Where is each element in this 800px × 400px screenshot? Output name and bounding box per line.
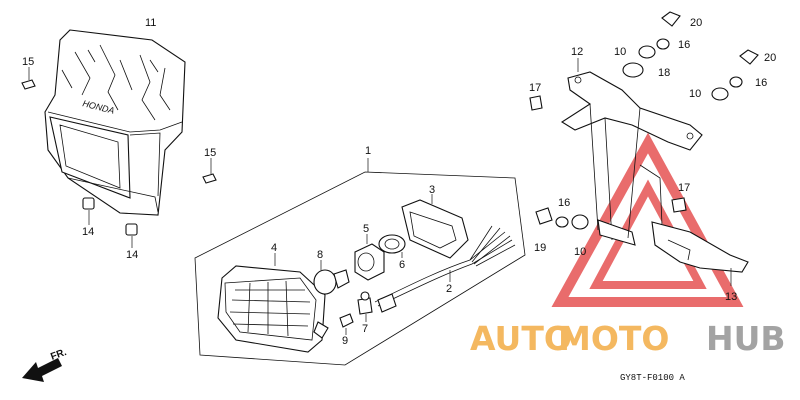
callout-20a: 20 bbox=[690, 17, 702, 29]
front-arrow-icon: FR. bbox=[22, 347, 68, 382]
callout-15a: 15 bbox=[22, 56, 34, 68]
watermark-moto: MOTO bbox=[558, 319, 669, 358]
callout-16a: 16 bbox=[678, 39, 690, 51]
grommet bbox=[82, 197, 138, 236]
diagram-code: GY8T-F0100 A bbox=[620, 373, 685, 383]
callout-3: 3 bbox=[429, 184, 435, 196]
hardware-bolt bbox=[529, 11, 759, 225]
watermark-logo: AUTO MOTO HUB bbox=[470, 319, 786, 358]
callout-17b: 17 bbox=[678, 182, 690, 194]
headlight-bulb bbox=[313, 269, 350, 295]
callout-10c: 10 bbox=[574, 246, 586, 258]
wire-harness bbox=[374, 225, 516, 313]
callout-10b: 10 bbox=[689, 88, 701, 100]
callout-7: 7 bbox=[362, 323, 368, 335]
callout-8: 8 bbox=[317, 249, 323, 261]
screw bbox=[21, 79, 217, 184]
hardware-rubber bbox=[571, 45, 729, 230]
callout-1: 1 bbox=[365, 145, 371, 157]
callout-11: 11 bbox=[145, 17, 156, 29]
callout-10a: 10 bbox=[614, 46, 626, 58]
mounting-bracket bbox=[639, 164, 749, 273]
callout-13: 13 bbox=[725, 291, 737, 303]
callout-16b: 16 bbox=[755, 77, 767, 89]
callout-4: 4 bbox=[271, 242, 277, 254]
headlight-cowl: HONDA bbox=[44, 29, 186, 216]
callout-6: 6 bbox=[399, 259, 405, 271]
bulb-holder bbox=[354, 243, 385, 281]
dust-cover bbox=[378, 234, 406, 254]
headlight-assembly-outline bbox=[194, 158, 526, 366]
headlight-lens-unit bbox=[217, 265, 329, 353]
callout-15b: 15 bbox=[204, 147, 216, 159]
callout-18: 18 bbox=[658, 67, 670, 79]
watermark-hub: HUB bbox=[706, 319, 786, 358]
position-bulb bbox=[339, 313, 354, 328]
watermark-auto: AUTO bbox=[470, 319, 572, 358]
callout-5: 5 bbox=[363, 223, 369, 235]
callout-19: 19 bbox=[534, 242, 546, 254]
hardware-damper bbox=[622, 62, 644, 78]
bulb-socket bbox=[357, 291, 373, 315]
callout-2: 2 bbox=[446, 283, 452, 295]
callout-12: 12 bbox=[571, 46, 583, 58]
callout-9: 9 bbox=[342, 335, 348, 347]
callout-14a: 14 bbox=[82, 226, 94, 238]
callout-14b: 14 bbox=[126, 249, 138, 261]
headlight-stay bbox=[560, 71, 703, 246]
headlight-case bbox=[401, 199, 469, 259]
callout-17a: 17 bbox=[529, 82, 541, 94]
callout-16c: 16 bbox=[558, 197, 570, 209]
callout-20b: 20 bbox=[764, 52, 776, 64]
hardware-collar bbox=[555, 38, 743, 228]
front-arrow-label: FR. bbox=[49, 347, 68, 363]
